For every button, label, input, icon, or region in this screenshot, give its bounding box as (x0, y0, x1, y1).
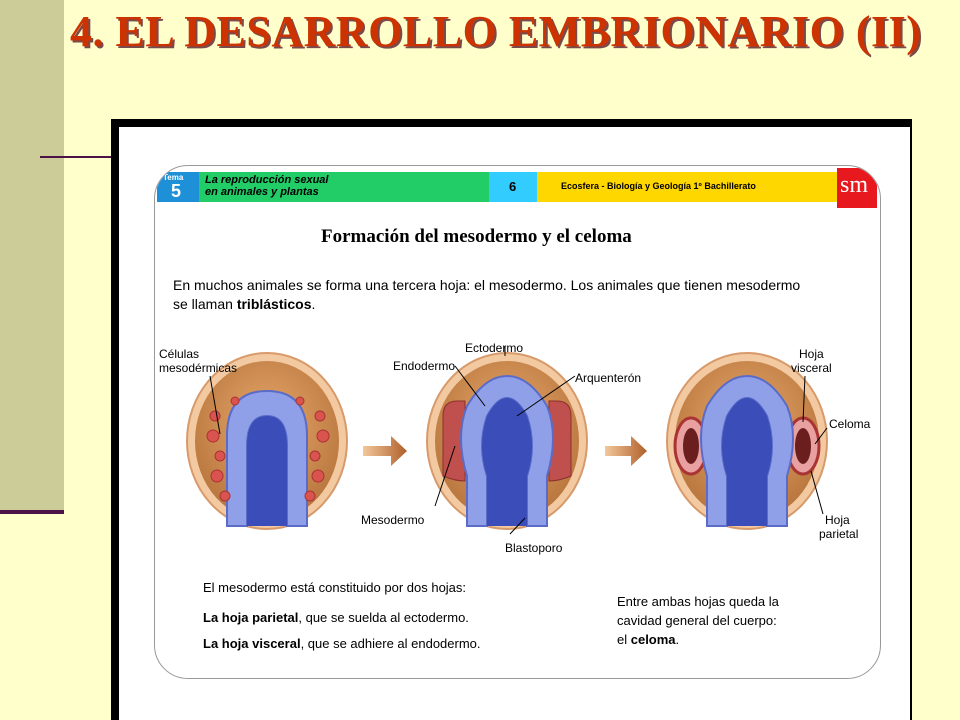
intro-end: . (311, 296, 316, 312)
label-visceral-2: visceral (791, 361, 832, 375)
slide-title: 4. EL DESARROLLO EMBRIONARIO (II) (70, 7, 922, 56)
footer-line1: El mesodermo está constituido por dos ho… (203, 580, 467, 595)
label-celulas-1: Células (159, 347, 200, 361)
embryo3-parietal-leader (810, 470, 824, 515)
footer-visceral-rest: , que se adhiere al endodermo. (300, 636, 481, 651)
embryo2-endodermo-leader (454, 365, 486, 407)
label-endodermo: Endodermo (393, 359, 456, 373)
unit-title-line1: La reproducción sexual (205, 174, 329, 186)
page-number: 6 (509, 179, 517, 194)
embryo3-celoma-leader (814, 427, 828, 445)
embryo1-celulas-leader (209, 375, 221, 435)
embryo-stage-3 (666, 352, 828, 530)
embryo-diagram (186, 346, 828, 535)
footer-right-3-bold: celoma (630, 632, 676, 647)
label-blastoporo: Blastoporo (505, 541, 563, 555)
embryo2-archenteron (482, 398, 532, 526)
embryo3-coelom-left-inner (683, 428, 699, 464)
arrow-1 (363, 436, 407, 466)
sidebar-band (0, 0, 64, 512)
tema-label: Tema (163, 173, 184, 182)
intro-paragraph: En muchos animales se forma una tercera … (173, 276, 813, 314)
intro-text: En muchos animales se forma una tercera … (173, 277, 801, 312)
embryo-stage-2 (426, 346, 588, 535)
footer-parietal-rest: , que se suelda al ectodermo. (298, 610, 469, 625)
intro-bold-term: triblásticos (236, 296, 312, 312)
embryo3-archenteron (722, 398, 772, 526)
embryo2-arquenteron-leader (516, 375, 576, 417)
unit-title-line2: en animales y plantas (205, 186, 319, 198)
label-ectodermo: Ectodermo (465, 341, 524, 355)
footer-parietal-bold: La hoja parietal (203, 610, 299, 625)
page-number-box: 6 (489, 172, 537, 202)
embryo1-mesoderm-cells (206, 396, 330, 502)
textbook-card: Tema 5 La reproducción sexual en animale… (154, 165, 881, 679)
arrow-2 (605, 436, 647, 466)
label-arquenteron: Arquenterón (575, 371, 642, 385)
footer-right-3: el celoma. (617, 630, 679, 649)
embryo3-coelom-right-inner (795, 428, 811, 464)
label-celulas-2: mesodérmicas (159, 361, 238, 375)
publisher-logo: sm (837, 168, 877, 208)
footer-right-2: cavidad general del cuerpo: (617, 613, 777, 628)
publisher-logo-text: sm (840, 172, 869, 198)
footer-right-3-end: . (675, 632, 680, 647)
tema-number: 5 (171, 181, 182, 201)
card-title: Formación del mesodermo y el celoma (321, 226, 632, 247)
embryo3-visceral-leader (802, 375, 806, 423)
footer-visceral: La hoja visceral, que se adhiere al endo… (203, 634, 481, 653)
book-title: Ecosfera - Biología y Geología 1º Bachil… (561, 181, 756, 191)
embryo-stage-1 (186, 352, 348, 530)
unit-title: La reproducción sexual en animales y pla… (199, 172, 489, 202)
embryo2-mesodermo-leader (434, 445, 456, 507)
footer-visceral-bold: La hoja visceral (203, 636, 301, 651)
label-celoma: Celoma (829, 417, 871, 431)
book-title-box: Ecosfera - Biología y Geología 1º Bachil… (537, 172, 837, 202)
footer-right-1: Entre ambas hojas queda la (617, 594, 779, 609)
label-parietal-2: parietal (819, 527, 859, 541)
footer-parietal: La hoja parietal, que se suelda al ectod… (203, 608, 469, 627)
label-visceral-1: Hoja (799, 347, 824, 361)
sidebar-underline (0, 510, 64, 514)
footer-right-3-pre: el (617, 632, 631, 647)
tema-badge: Tema 5 (157, 172, 199, 202)
embryo2-blastoporo-leader (509, 517, 526, 535)
label-mesodermo: Mesodermo (361, 513, 425, 527)
embryo1-archenteron (247, 416, 287, 526)
label-parietal-1: Hoja (825, 513, 850, 527)
